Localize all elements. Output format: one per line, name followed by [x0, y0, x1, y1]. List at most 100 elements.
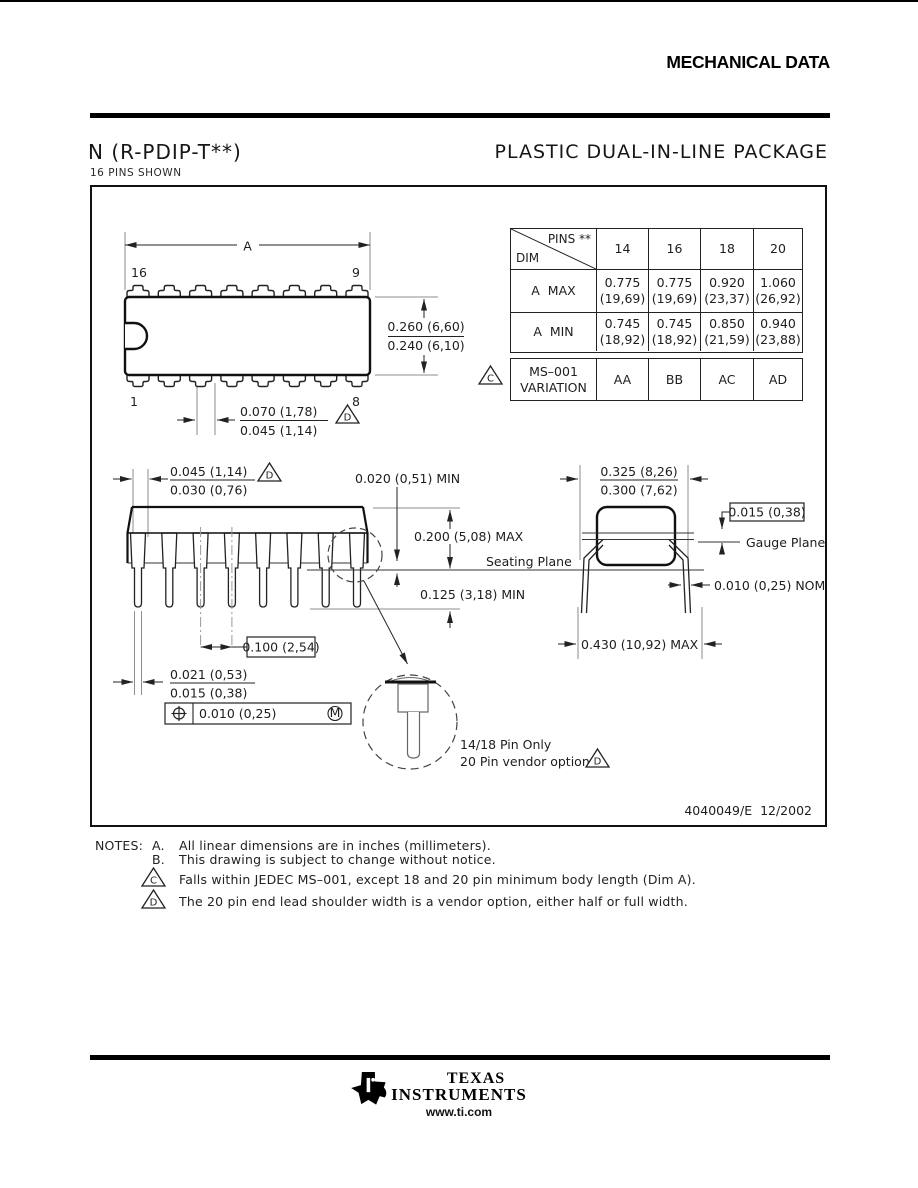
note-a-text: All linear dimensions are in inches (mil…: [179, 838, 491, 853]
table-value: 0.775 (19,69): [648, 269, 700, 312]
table-corner-cell: PINS ** DIM: [511, 229, 596, 269]
notes-label: NOTES:: [95, 838, 144, 853]
dim-side-shoulder-max: 0.045 (1,14): [170, 464, 247, 479]
note-marker-d-topview: D: [334, 403, 361, 429]
index-notch: [125, 321, 149, 351]
dim-lead-length: 0.125 (3,18) MIN: [420, 587, 525, 602]
note-marker-c-table: C: [477, 364, 504, 390]
detail-circle: [362, 674, 458, 770]
corner-label-pins: PINS **: [547, 232, 591, 246]
table-value: 0.745 (18,92): [648, 312, 700, 351]
note-b-text: This drawing is subject to change withou…: [179, 852, 496, 867]
dim-shoulder-min: 0.045 (1,14): [240, 423, 317, 438]
col-header: 14: [596, 229, 648, 269]
end-view-extension-lines: [577, 465, 703, 659]
note-marker-c-notes: C: [140, 866, 167, 892]
table-value: 0.920 (23,37): [700, 269, 753, 312]
pin-8-label: 8: [352, 394, 360, 409]
table-value: AD: [753, 359, 802, 400]
note-marker-d-notes: D: [140, 888, 167, 914]
dim-a-mask: [237, 236, 259, 253]
dimension-table-variation: MS–001 VARIATION AA BB AC AD: [510, 358, 803, 401]
seating-plane-label: Seating Plane: [486, 554, 572, 569]
table-value: 0.850 (21,59): [700, 312, 753, 351]
marker-letter: D: [266, 471, 274, 482]
drawing-frame: A 16 9 1 8: [90, 185, 827, 827]
side-view: Seating Plane 0.045 (1,14) 0.030 (0,76) …: [113, 464, 704, 770]
mechanical-drawing: A 16 9 1 8: [113, 232, 825, 818]
ti-logo-block: TEXAS INSTRUMENTS www.ti.com: [0, 1070, 918, 1120]
corner-diagonal: [511, 229, 596, 269]
brand-url[interactable]: www.ti.com: [425, 1105, 493, 1119]
row-label: A MIN: [511, 312, 596, 351]
dim-span: 0.430 (10,92) MAX: [581, 637, 699, 652]
table-value: AA: [596, 359, 648, 400]
detail-source-circle: [327, 527, 383, 583]
texas-instruments-icon: [351, 1072, 387, 1105]
col-header: 20: [753, 229, 802, 269]
row-label: MS–001 VARIATION: [520, 363, 587, 395]
detail-note-line2: 20 Pin vendor option: [460, 754, 590, 769]
package-body-side-view: [126, 505, 369, 563]
marker-letter: D: [150, 898, 158, 909]
detail-leader-arrow: [363, 580, 408, 665]
note-marker-d-detail: D: [584, 747, 611, 773]
end-view-leads: [580, 539, 692, 614]
corner-label-dim: DIM: [516, 251, 540, 265]
package-code: N (R-PDIP-T**): [88, 140, 242, 164]
dim-shoulder-max: 0.070 (1,78): [240, 404, 317, 419]
marker-letter: C: [150, 876, 157, 887]
pin-centerlines: [200, 527, 233, 645]
dim-standoff: 0.020 (0,51) MIN: [355, 471, 460, 486]
dim-a-label: A: [243, 239, 252, 254]
position-tolerance-icon: [171, 706, 187, 721]
end-view: 0.325 (8,26) 0.300 (7,62) 0.015 (0,38): [558, 464, 825, 659]
table-value: BB: [648, 359, 700, 400]
dim-gauge-offset: 0.015 (0,38): [728, 505, 805, 520]
note-d-text: The 20 pin end lead shoulder width is a …: [179, 894, 688, 909]
dim-side-shoulder-min: 0.030 (0,76): [170, 483, 247, 498]
top-view: A 16 9 1 8: [123, 232, 466, 438]
dim-gauge-leader: [719, 511, 730, 529]
marker-letter: D: [344, 413, 352, 424]
dim-pitch: 0.100 (2,54): [242, 640, 319, 655]
feature-control-frame: 0.010 (0,25) M: [164, 702, 352, 725]
dim-row-max: 0.325 (8,26): [600, 464, 677, 479]
dim-lead-width-max: 0.021 (0,53): [170, 667, 247, 682]
pin-16-label: 16: [131, 265, 147, 280]
dim-body-width-min: 0.240 (6,10): [387, 338, 464, 353]
doc-title: MECHANICAL DATA: [666, 52, 830, 72]
dim-pitch-box: [246, 636, 316, 658]
footer-rule: [90, 1055, 830, 1060]
note-c-text: Falls within JEDEC MS–001, except 18 and…: [179, 872, 696, 887]
dim-row-min: 0.300 (7,62): [600, 483, 677, 498]
col-header: 18: [700, 229, 753, 269]
top-view-extension-lines: [124, 232, 438, 435]
row-label: A MAX: [511, 269, 596, 312]
dim-height: 0.200 (5,08) MAX: [414, 529, 524, 544]
marker-letter: C: [487, 374, 494, 385]
page-edge-line: [0, 0, 918, 2]
brand-texas: TEXAS: [446, 1070, 506, 1087]
note-marker-d-sideview: D: [256, 461, 283, 487]
package-body-top-view: [123, 295, 372, 377]
table-value: 1.060 (26,92): [753, 269, 802, 312]
detail-note-line1: 14/18 Pin Only: [460, 737, 552, 752]
header-rule: [90, 113, 830, 118]
pins-shown-label: 16 PINS SHOWN: [90, 167, 182, 179]
detail-pin: [385, 677, 436, 759]
gauge-plane-label: Gauge Plane: [746, 535, 825, 550]
marker-letter: D: [594, 757, 602, 768]
table-value: 0.745 (18,92): [596, 312, 648, 351]
mmc-modifier-icon: [327, 705, 343, 722]
note-b-key: B.: [152, 852, 165, 867]
package-name: PLASTIC DUAL-IN-LINE PACKAGE: [494, 141, 828, 163]
drawing-number: 4040049/E 12/2002: [684, 803, 812, 818]
pin-9-label: 9: [352, 265, 360, 280]
pin-1-label: 1: [130, 394, 138, 409]
dim-body-width-max: 0.260 (6,60): [387, 319, 464, 334]
side-view-extension-lines: [132, 469, 460, 695]
dim-height-mask: [412, 529, 506, 544]
table-value: 0.775 (19,69): [596, 269, 648, 312]
